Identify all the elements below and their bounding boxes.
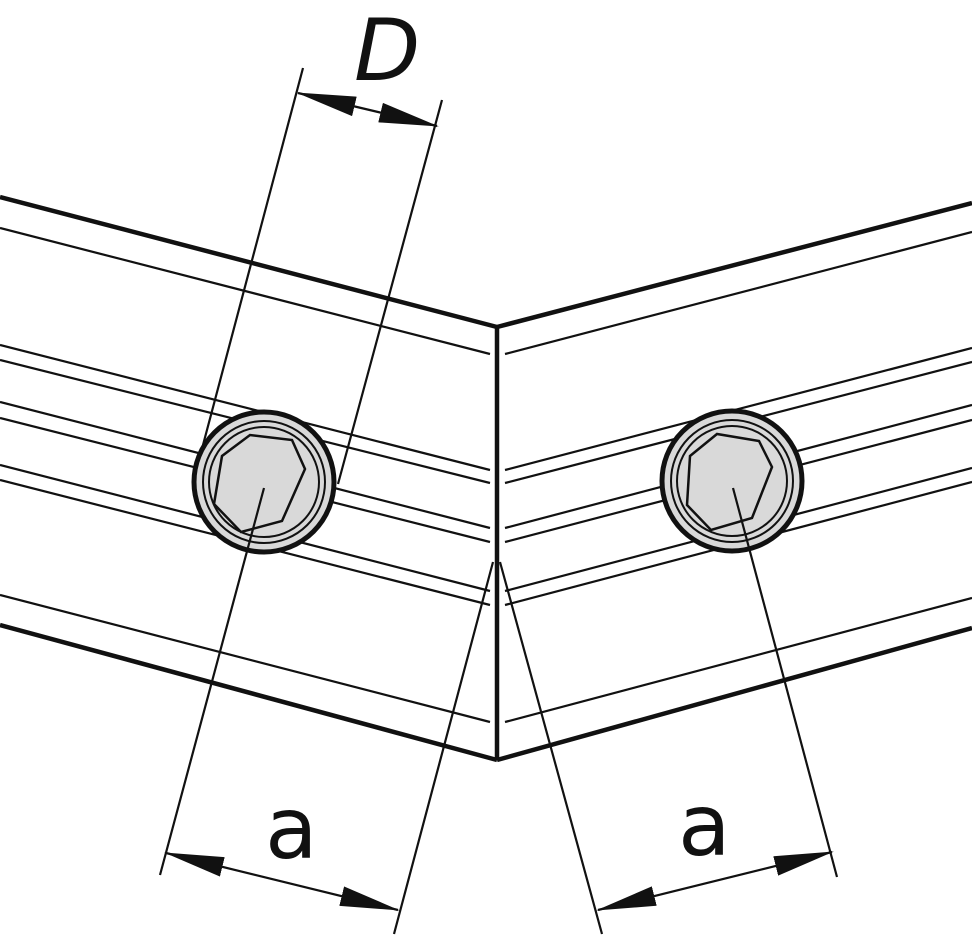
dimension-right-offset [498,487,839,935]
dimension-label-d: D [354,1,420,101]
left-screw [191,409,337,555]
right-screw [659,408,805,554]
dimension-label-a-left: a [265,779,318,879]
dimension-left-offset [158,487,495,935]
hex-socket-icon [685,432,774,532]
dimension-label-a-right: a [678,776,731,876]
dimension-diameter [201,67,444,485]
hex-socket-icon [212,433,307,534]
